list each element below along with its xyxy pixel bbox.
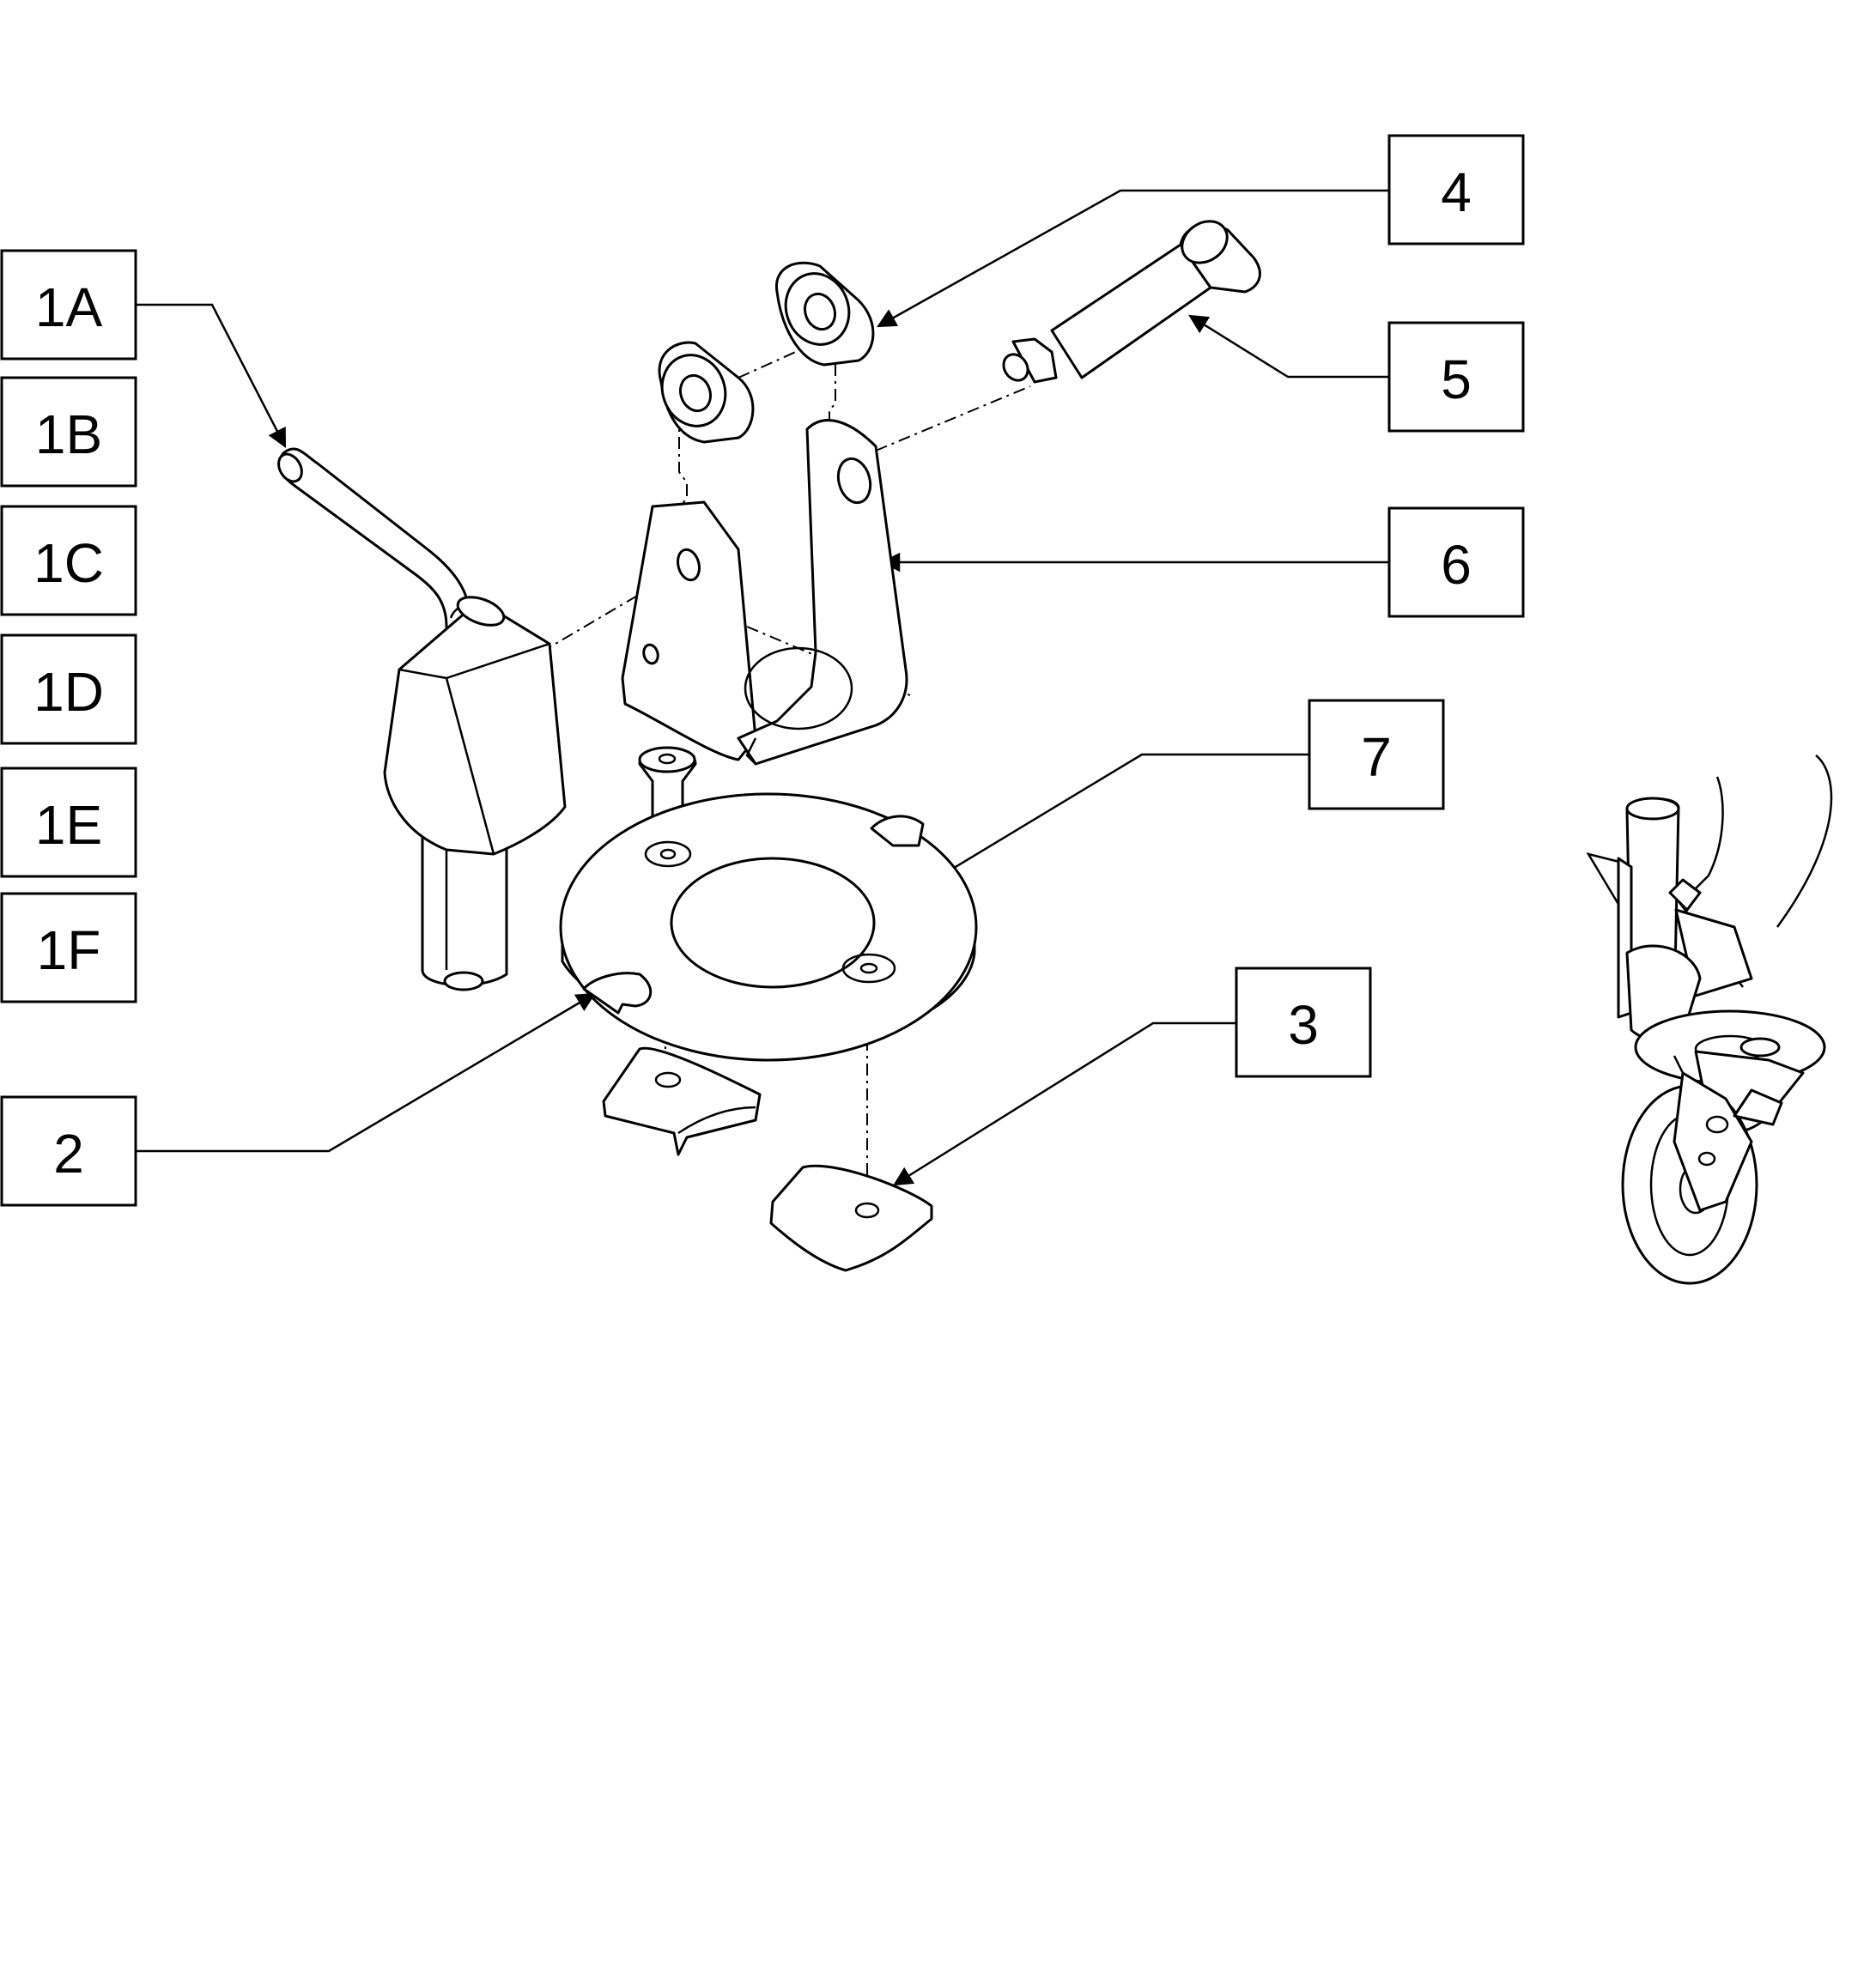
- callout-5-label: 5: [1441, 349, 1472, 410]
- assembly-centerlines: [540, 338, 1031, 1202]
- callout-6-label: 6: [1441, 534, 1472, 596]
- callout-1c-label: 1C: [33, 532, 104, 594]
- callout-1e-label: 1E: [35, 794, 102, 856]
- part-6-bracket: [621, 419, 908, 766]
- callout-3: 3: [1235, 967, 1372, 1078]
- callout-7: 7: [1308, 699, 1445, 810]
- callout-1c: 1C: [0, 505, 137, 616]
- part-4-washers: [658, 261, 875, 444]
- callout-1b: 1B: [0, 376, 137, 488]
- callout-4-label: 4: [1441, 161, 1472, 223]
- part-3-wedges: [602, 1046, 933, 1272]
- callout-5: 5: [1387, 321, 1525, 433]
- callout-1e: 1E: [0, 767, 137, 878]
- callout-1f: 1F: [0, 892, 137, 1003]
- callout-3-label: 3: [1288, 994, 1319, 1056]
- part-1-lever-plunger: [277, 447, 567, 991]
- part-2-base-plate: [559, 792, 978, 1062]
- leader-1a: [136, 303, 287, 449]
- callout-1d: 1D: [0, 633, 137, 745]
- inset-assembled-caster: [1586, 755, 1833, 1285]
- leader-2: [136, 992, 596, 1153]
- part-5-pin: [1002, 220, 1261, 384]
- leader-7: [883, 753, 1309, 912]
- callout-1b-label: 1B: [35, 403, 102, 465]
- leader-3: [893, 1021, 1236, 1186]
- callout-2: 2: [0, 1095, 137, 1207]
- callout-1d-label: 1D: [33, 661, 104, 723]
- callout-1f-label: 1F: [37, 919, 101, 981]
- callout-1a: 1A: [0, 249, 137, 361]
- leader-4: [877, 189, 1389, 328]
- callout-1a-label: 1A: [35, 276, 103, 338]
- leader-5: [1188, 314, 1389, 379]
- callout-6: 6: [1387, 506, 1525, 618]
- callout-2-label: 2: [53, 1123, 84, 1185]
- callout-4: 4: [1387, 134, 1525, 245]
- callout-7-label: 7: [1361, 726, 1392, 788]
